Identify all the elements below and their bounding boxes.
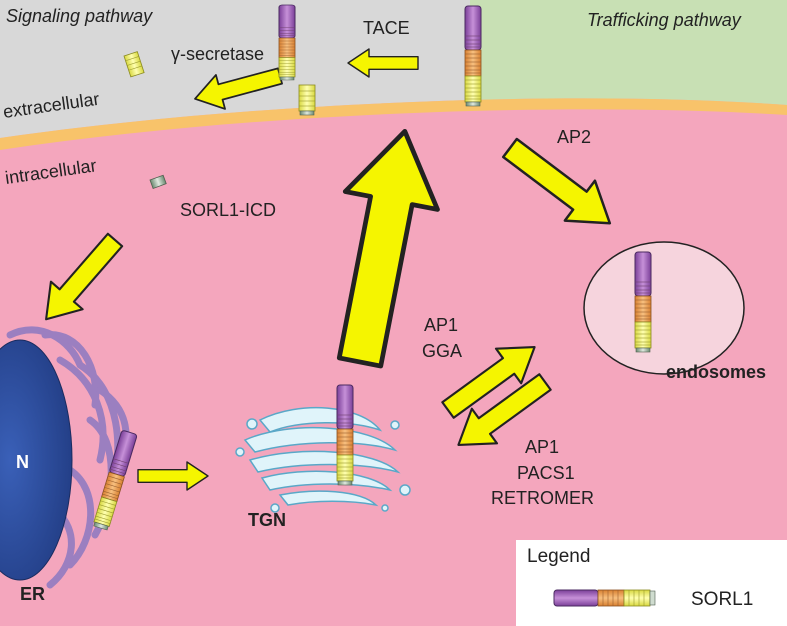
endosomes-label: endosomes: [666, 362, 766, 382]
legend-sorl1-label: SORL1: [691, 589, 754, 610]
legend-sorl1-symbol: [553, 589, 656, 607]
er-label: ER: [20, 584, 45, 604]
tgn-label: TGN: [248, 510, 286, 530]
nucleus-label: N: [16, 452, 29, 472]
sorl1-full-membrane: [464, 5, 482, 107]
ap1-gga-label-line2: GGA: [422, 341, 462, 361]
signaling-pathway-label: Signaling pathway: [6, 6, 153, 26]
tgn-golgi: [235, 406, 411, 513]
ap1-gga-label-line1: AP1: [424, 315, 458, 335]
trafficking-pathway-label: Trafficking pathway: [587, 10, 742, 30]
ap1-pacs1-label-line2: PACS1: [517, 463, 575, 483]
ap1-pacs1-label-line1: AP1: [525, 437, 559, 457]
ap1-pacs1-label-line3: RETROMER: [491, 488, 594, 508]
legend-title: Legend: [527, 546, 591, 567]
ap2-label: AP2: [557, 127, 591, 147]
sorl1-tgn: [336, 384, 354, 486]
extracellular-trafficking-region: [470, 0, 787, 105]
extracellular-signaling-region: [0, 0, 470, 138]
plasma-membrane: [0, 98, 787, 150]
sorl1-shed-ectodomain: [278, 4, 296, 81]
nucleus: [0, 339, 73, 581]
sorl1-soluble-fragment: [123, 51, 145, 78]
tace-label: TACE: [363, 18, 410, 38]
endosome: [583, 241, 745, 375]
sorl1-icd-fragment: [149, 174, 167, 189]
sorl1-icd-label: SORL1-ICD: [180, 200, 276, 220]
sorl1-ctf-membrane: [298, 84, 316, 116]
sorl1-endosome: [634, 251, 652, 353]
legend-box: [516, 540, 787, 626]
gamma-secretase-label: γ-secretase: [171, 44, 264, 64]
